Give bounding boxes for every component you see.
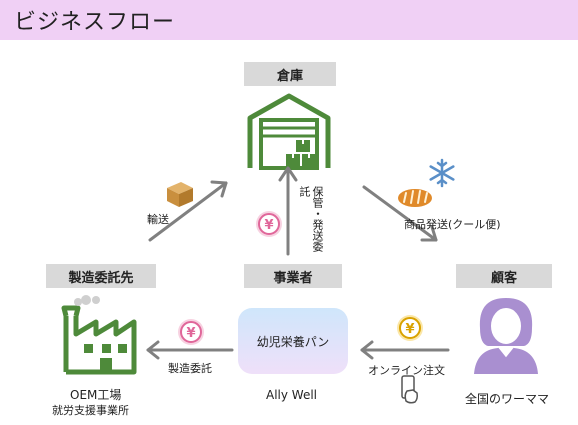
shipping-arrow-line	[362, 185, 438, 242]
order-arrow-head	[360, 340, 374, 360]
manufacture-arrow-head	[146, 340, 160, 360]
factory-caption-line2: 就労支援事業所	[52, 404, 129, 417]
customer-label: 顧客	[456, 264, 552, 288]
factory-caption-line1: OEM工場	[70, 388, 122, 402]
snowflake-icon	[429, 158, 455, 188]
warehouse-label: 倉庫	[244, 62, 336, 86]
manufacturer-label: 製造委託先	[46, 264, 156, 288]
person-icon	[474, 298, 538, 374]
yen-coin-icon: ¥	[397, 315, 423, 341]
transport-arrow-head	[210, 180, 228, 198]
order-label: オンライン注文	[368, 364, 445, 377]
product-box: 幼児栄養パン	[238, 308, 348, 374]
yen-coin-icon: ¥	[178, 319, 204, 345]
box-icon	[167, 182, 193, 207]
shipping-label: 商品発送(クール便)	[404, 218, 501, 231]
yen-symbol: ¥	[405, 322, 414, 337]
page-title: ビジネスフロー	[14, 10, 176, 35]
storage-arrow-head	[278, 166, 298, 182]
header-bar: ビジネスフロー	[0, 0, 578, 40]
smartphone-icon	[401, 375, 418, 404]
company-name: Ally Well	[266, 388, 318, 402]
product-name: 幼児栄養パン	[256, 334, 330, 349]
yen-coin-icon: ¥	[256, 211, 282, 237]
customer-caption: 全国のワーママ	[465, 392, 550, 406]
transport-label: 輸送	[147, 213, 169, 226]
factory-icon	[61, 295, 137, 375]
yen-symbol: ¥	[264, 218, 273, 233]
shipping-arrow-head	[420, 225, 438, 242]
yen-symbol: ¥	[186, 326, 195, 341]
manufacture-label: 製造委託	[168, 362, 212, 375]
transport-arrow-line	[148, 181, 228, 242]
storage-label: 保管・発送委託	[298, 186, 324, 252]
business-label: 事業者	[244, 264, 342, 288]
bread-icon	[398, 189, 432, 207]
